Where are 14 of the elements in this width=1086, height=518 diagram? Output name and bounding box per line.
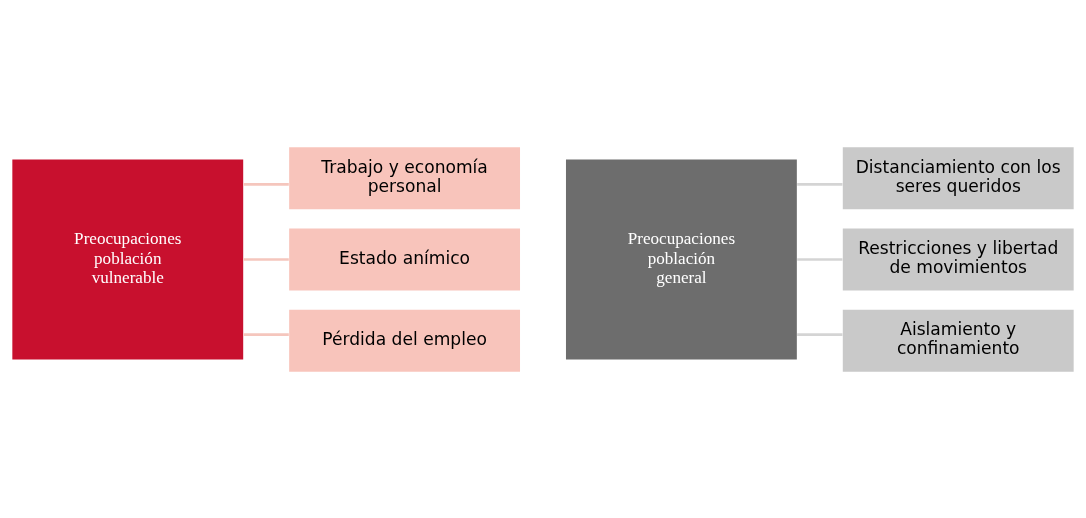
node-box: Restricciones y libertad de movimientos [842, 228, 1074, 290]
node-box: Pérdida del empleo [289, 309, 520, 372]
node-box: Estado anímico [289, 228, 520, 290]
connector [243, 182, 289, 186]
node-box: Preocupaciones población vulnerable [12, 159, 244, 359]
node-box: Preocupaciones población general [566, 159, 797, 359]
node-box: Aislamiento y confinamiento [842, 309, 1074, 372]
node-box: Distanciamiento con los seres queridos [842, 146, 1074, 209]
connector [243, 332, 289, 336]
connector [797, 332, 843, 336]
connector [797, 182, 843, 186]
connector [243, 257, 289, 261]
node-box: Trabajo y economía personal [289, 146, 520, 209]
connector [797, 257, 843, 261]
